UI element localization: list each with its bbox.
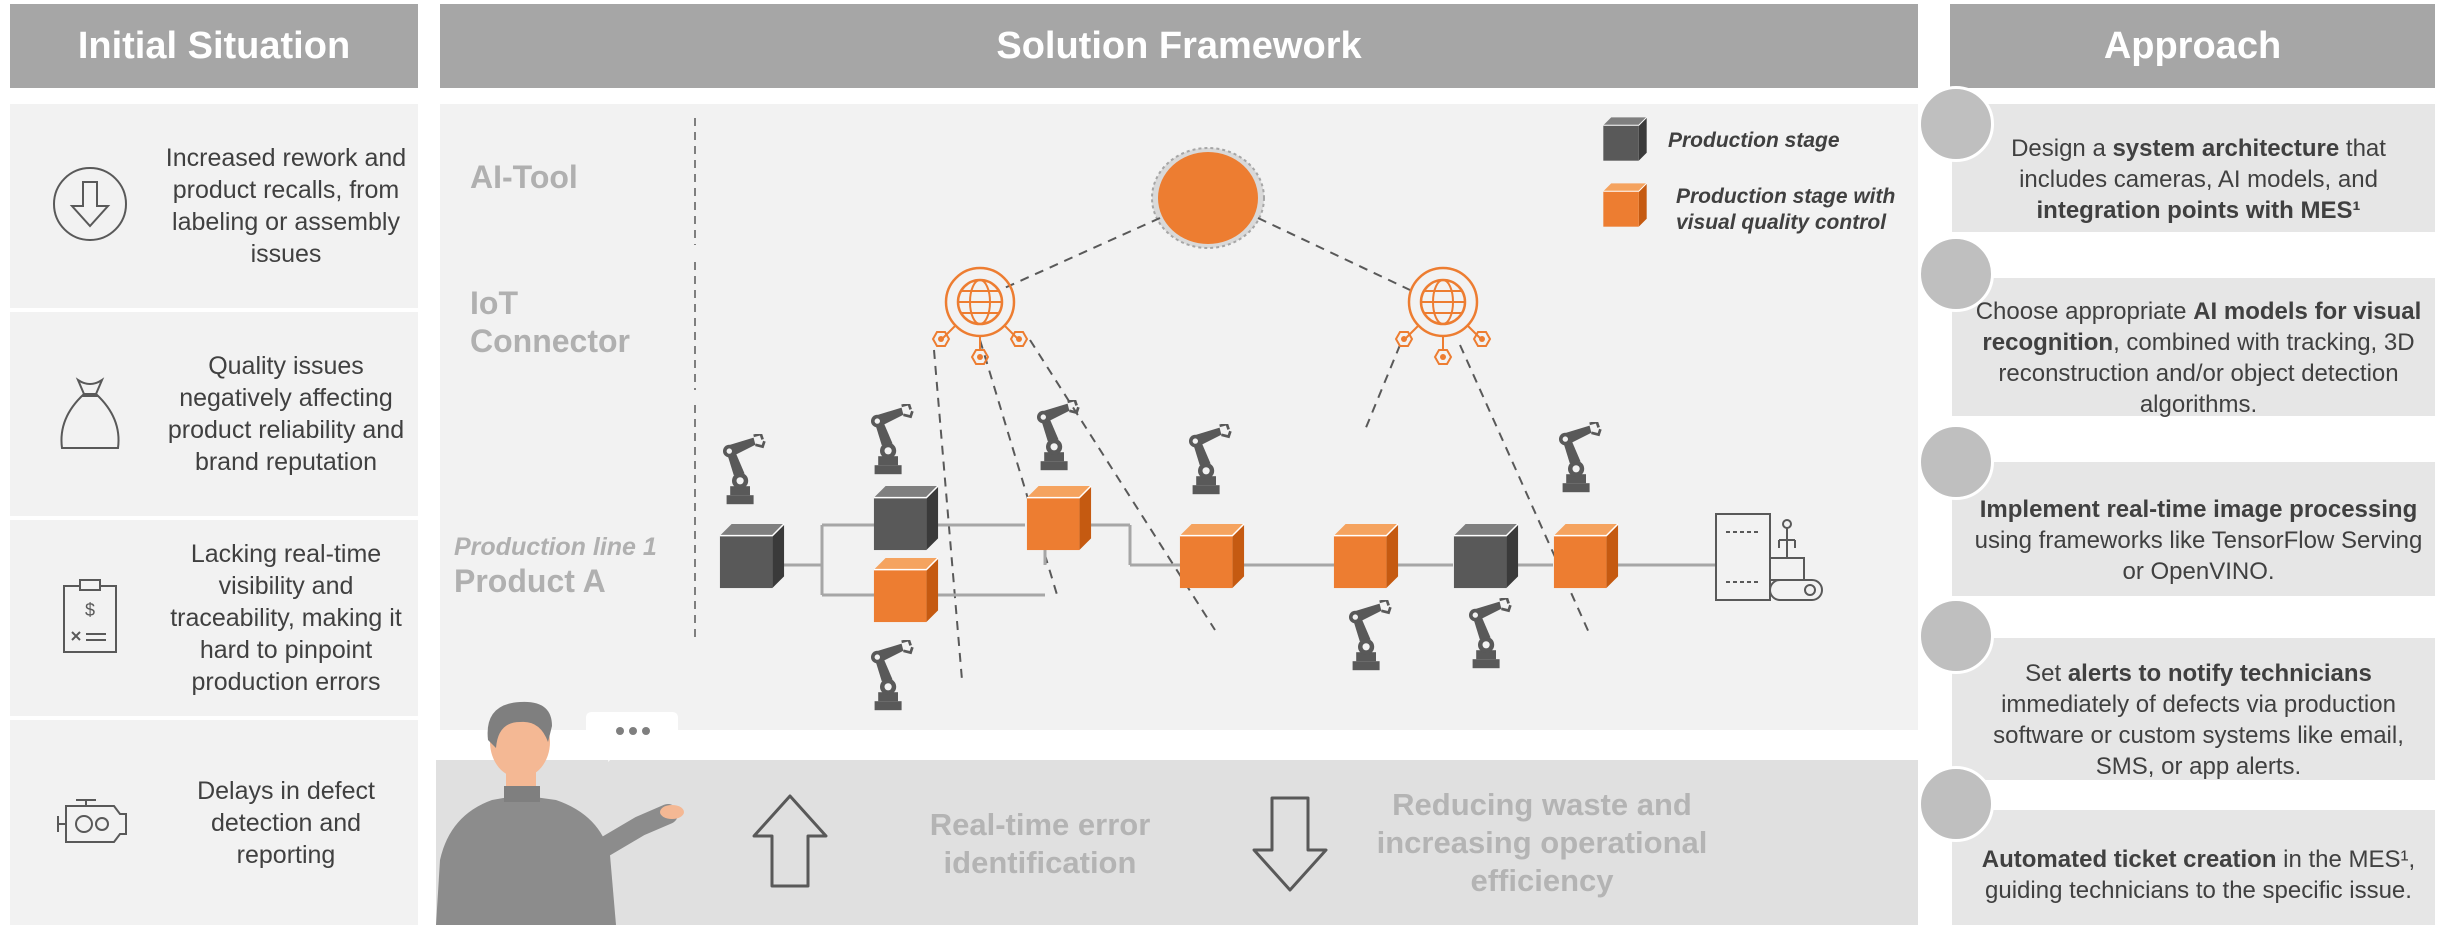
ai-tool-sphere-icon [1151, 147, 1265, 249]
legend-visual-qc-stage-text: Production stage with visual quality con… [1676, 185, 1896, 234]
presenter-person-icon [436, 701, 684, 925]
approach-text-5: Automated ticket creation in the MES¹, g… [1981, 845, 2416, 904]
clipboard-icon: $ [63, 579, 117, 653]
situation-item-4: Delays in defect detection and reporting [10, 720, 418, 925]
approach-text-1: Design a system architecture that includ… [2011, 134, 2386, 224]
framework-diagram [694, 116, 1823, 712]
situation-text-3: Lacking real-time visibility and traceab… [170, 540, 402, 696]
svg-text:$: $ [85, 600, 95, 620]
product-label: Product A [454, 563, 606, 599]
ai-tool-label: AI-Tool [470, 159, 578, 195]
benefits-panel [436, 760, 1918, 925]
approach-text-3: Implement real-time image processing usi… [1974, 495, 2423, 585]
engine-icon [57, 799, 127, 843]
end-machine-icon [1715, 513, 1823, 601]
money-bag-icon [60, 377, 120, 449]
situation-text-1: Increased rework and product recalls, fr… [165, 144, 407, 268]
speech-bubble-icon [586, 712, 678, 762]
situation-item-3: $ Lacking real-time visibility and trace… [10, 520, 418, 716]
reducing-waste-text: Reducing waste and increasing operationa… [1376, 787, 1708, 898]
situation-item-2: Quality issues negatively affecting prod… [10, 312, 418, 516]
approach-step-marker-4 [1918, 598, 1994, 674]
benefits-diagram [436, 701, 1328, 925]
approach-step-3: Implement real-time image processing usi… [1952, 462, 2435, 596]
approach-step-4: Set alerts to notify technicians immedia… [1952, 638, 2435, 780]
approach-text-4: Set alerts to notify technicians immedia… [1993, 660, 2404, 780]
situation-item-1: Increased rework and product recalls, fr… [10, 104, 418, 308]
situation-text-4: Delays in defect detection and reporting [197, 776, 375, 869]
approach-step-marker-5 [1918, 766, 1994, 842]
approach-step-marker-3 [1918, 424, 1994, 500]
approach-step-2: Choose appropriate AI models for visual … [1952, 278, 2435, 418]
approach-text-2: Choose appropriate AI models for visual … [1975, 298, 2422, 418]
iot-connector-label: IoT Connector [470, 285, 630, 359]
legend-production-stage-text: Production stage [1668, 129, 1840, 152]
down-arrow-circle-icon [53, 167, 127, 241]
up-arrow-icon [752, 794, 828, 888]
header-solution-framework: Solution Framework [440, 4, 1918, 88]
approach-step-1: Design a system architecture that includ… [1952, 104, 2435, 232]
header-approach: Approach [1950, 4, 2435, 88]
down-arrow-icon [1252, 796, 1328, 892]
approach-step-marker-1 [1918, 86, 1994, 162]
approach-step-marker-2 [1918, 236, 1994, 312]
production-line-label: Production line 1 [454, 533, 657, 561]
header-initial-situation: Initial Situation [10, 4, 418, 88]
realtime-error-identification-text: Real-time error identification [929, 807, 1151, 880]
approach-step-5: Automated ticket creation in the MES¹, g… [1952, 810, 2435, 925]
situation-text-2: Quality issues negatively affecting prod… [167, 352, 405, 476]
